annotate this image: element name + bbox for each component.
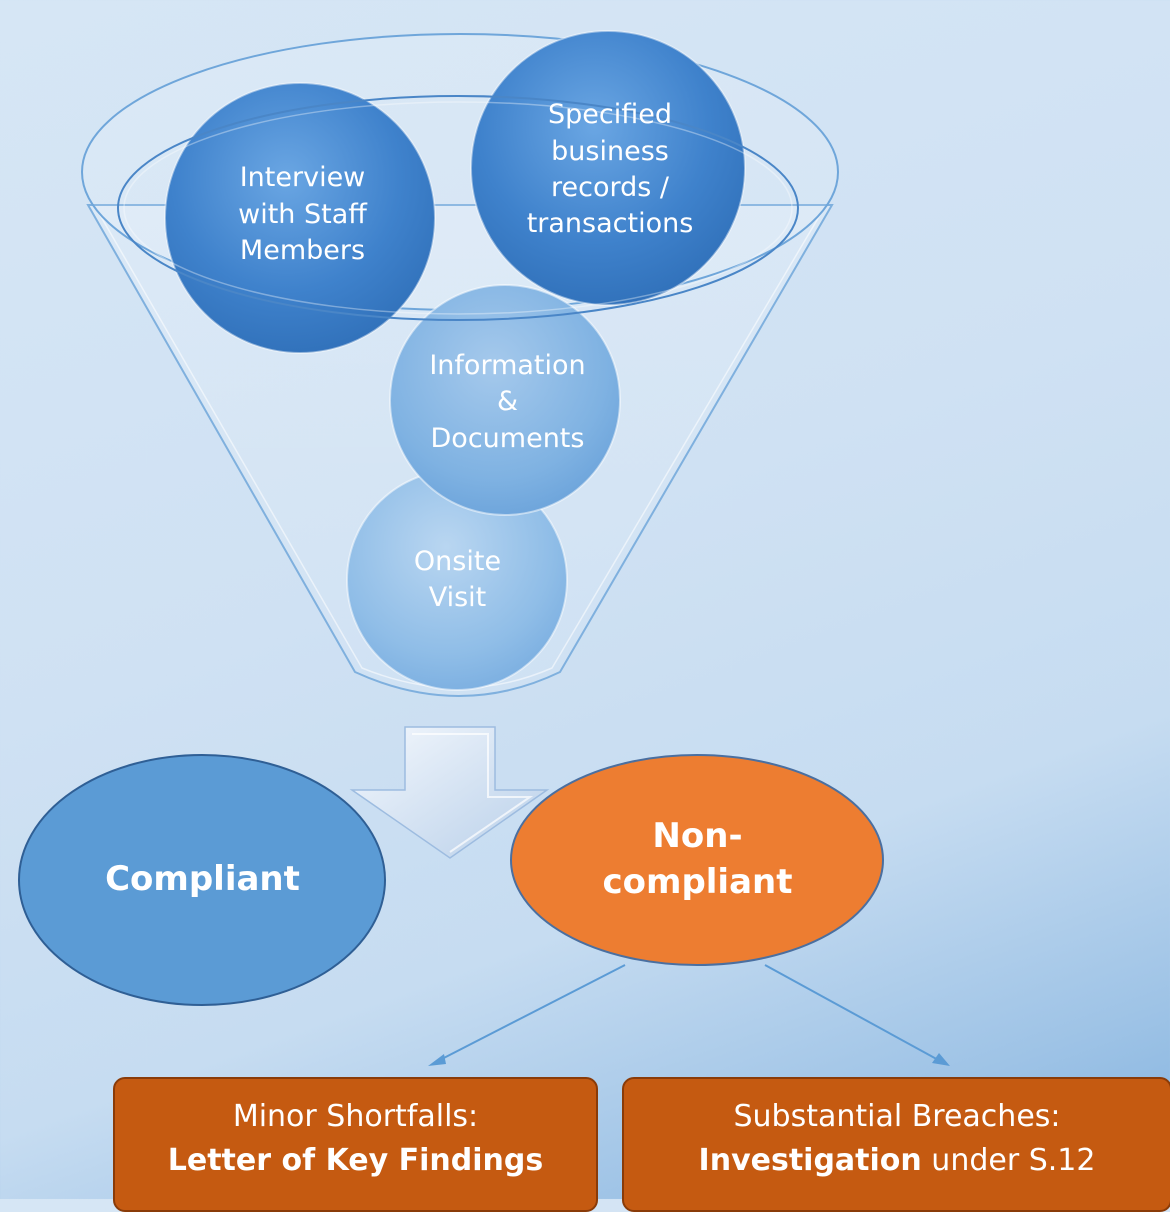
interview-circle	[164, 82, 436, 354]
substantial-breaches-heading: Substantial Breaches:	[733, 1099, 1061, 1134]
substantial-breaches-box: Substantial Breaches: Investigation unde…	[622, 1077, 1170, 1212]
non-compliant-ellipse	[510, 754, 884, 966]
information-documents-circle	[389, 284, 621, 516]
compliant-ellipse	[18, 754, 386, 1006]
compliant-label: Compliant	[105, 859, 300, 900]
minor-shortfalls-box: Minor Shortfalls: Letter of Key Findings	[113, 1077, 598, 1212]
non-compliant-label: Non- compliant	[602, 816, 793, 902]
minor-shortfalls-heading: Minor Shortfalls:	[232, 1099, 479, 1134]
minor-shortfalls-bold: Letter of Key Findings	[167, 1142, 544, 1178]
records-label: Specified business records / transaction…	[526, 99, 694, 240]
substantial-breaches-rest: under S.12	[921, 1142, 1096, 1178]
funnel-inner-rim	[117, 95, 799, 321]
minor-shortfalls-outcome: Letter of Key Findings	[115, 1139, 596, 1183]
substantial-breaches-outcome: Investigation under S.12	[624, 1139, 1170, 1183]
arrow-to-substantial	[764, 964, 943, 1063]
information-documents-label: Information & Documents	[429, 349, 586, 454]
substantial-breaches-bold: Investigation	[698, 1142, 922, 1178]
funnel-inner-rim-highlight	[123, 101, 793, 315]
interview-label: Interview with Staff Members	[238, 162, 367, 267]
down-arrow	[349, 726, 550, 859]
arrow-to-minor	[435, 964, 626, 1063]
onsite-visit-label: Onsite Visit	[413, 545, 502, 613]
